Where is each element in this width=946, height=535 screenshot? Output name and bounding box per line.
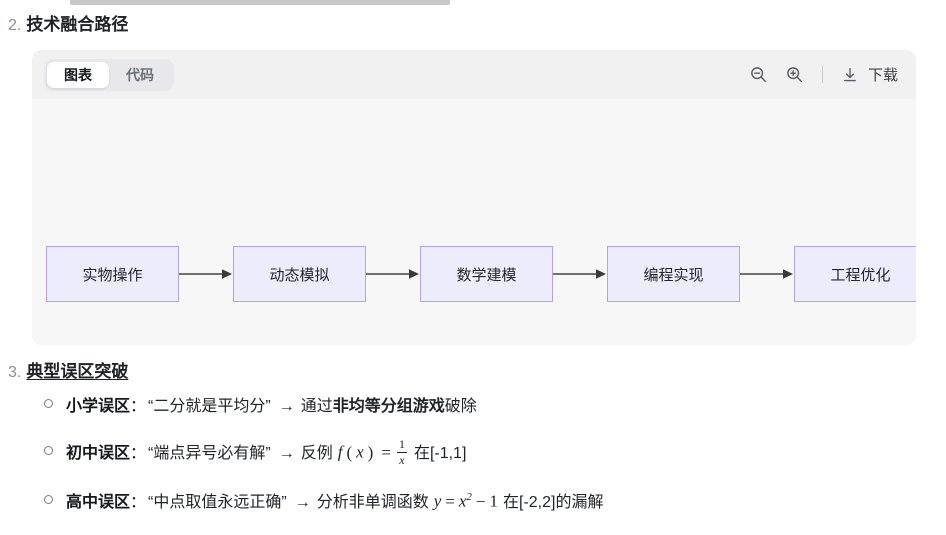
- misconception-suffix: 在[-1,1]: [413, 444, 467, 462]
- chart-toolbar: 下载: [748, 64, 898, 86]
- flow-arrow: [179, 269, 232, 279]
- section-heading-2: 2.技术融合路径: [8, 14, 128, 37]
- misconception-suffix: 破除: [444, 398, 477, 415]
- arrow-glyph: →: [278, 444, 295, 462]
- section-title: 典型误区突破: [26, 362, 129, 381]
- zoom-in-icon[interactable]: [784, 64, 806, 86]
- tab-group: 图表 代码: [44, 58, 174, 91]
- colon: ：: [130, 398, 147, 415]
- misconception-strong: 非均等分组游戏: [332, 398, 445, 415]
- chart-panel-header: 图表 代码: [32, 50, 916, 99]
- section-number: 3.: [8, 364, 22, 381]
- section-heading-3: 3.典型误区突破: [8, 361, 128, 384]
- tab-chart[interactable]: 图表: [47, 61, 109, 88]
- truncated-top-element: [70, 0, 450, 5]
- chart-panel: 图表 代码: [32, 50, 916, 345]
- list-item: 小学误区：“二分就是平均分” → 通过非均等分组游戏破除: [44, 396, 934, 418]
- zoom-out-icon[interactable]: [748, 64, 770, 86]
- colon: ：: [130, 493, 147, 511]
- flow-node[interactable]: 编程实现: [607, 246, 740, 302]
- misconception-quote: “端点异号必有解”: [148, 444, 271, 462]
- toolbar-divider: [821, 66, 823, 83]
- page-title: 技术融合路径: [26, 15, 129, 34]
- download-icon: [839, 64, 861, 86]
- flow-arrow: [553, 269, 606, 279]
- misconception-label: 小学误区: [66, 398, 131, 415]
- bullet-icon: [44, 445, 53, 455]
- misconception-label: 高中误区: [66, 493, 131, 511]
- flow-node[interactable]: 实物操作: [46, 246, 179, 302]
- download-label: 下载: [867, 67, 898, 84]
- misconception-label: 初中误区: [66, 444, 131, 462]
- misconception-quote: “中点取值永远正确”: [148, 493, 287, 511]
- flow-arrow: [366, 269, 419, 279]
- flow-arrow: [740, 269, 793, 279]
- flow-node[interactable]: 动态模拟: [233, 246, 366, 302]
- download-button[interactable]: 下载: [839, 64, 898, 86]
- flow-node[interactable]: 数学建模: [420, 246, 553, 302]
- math-formula-quadratic: y=x2−1: [433, 491, 498, 511]
- misconception-prefix: 反例: [300, 444, 333, 462]
- flowchart: 实物操作 动态模拟 数学建模 编程实现 工程优化: [32, 99, 916, 345]
- bullet-icon: [44, 399, 53, 408]
- tab-code[interactable]: 代码: [126, 66, 154, 83]
- colon: ：: [130, 444, 147, 462]
- flow-node[interactable]: 工程优化: [794, 246, 916, 302]
- misconception-quote: “二分就是平均分”: [148, 398, 271, 415]
- chart-panel-body: 实物操作 动态模拟 数学建模 编程实现 工程优化: [32, 99, 916, 345]
- section-number: 2.: [8, 17, 22, 34]
- misconception-prefix: 通过: [300, 398, 333, 415]
- bullet-icon: [44, 494, 53, 504]
- misconception-list: 小学误区：“二分就是平均分”→ 通过非均等分组游戏破除 初中误区：“端点异号必有…: [44, 396, 934, 534]
- misconception-suffix: 在[-2,2]的漏解: [503, 493, 604, 511]
- arrow-glyph: →: [278, 398, 295, 415]
- arrow-glyph: →: [294, 493, 311, 511]
- misconception-prefix: 分析非单调函数: [316, 493, 429, 511]
